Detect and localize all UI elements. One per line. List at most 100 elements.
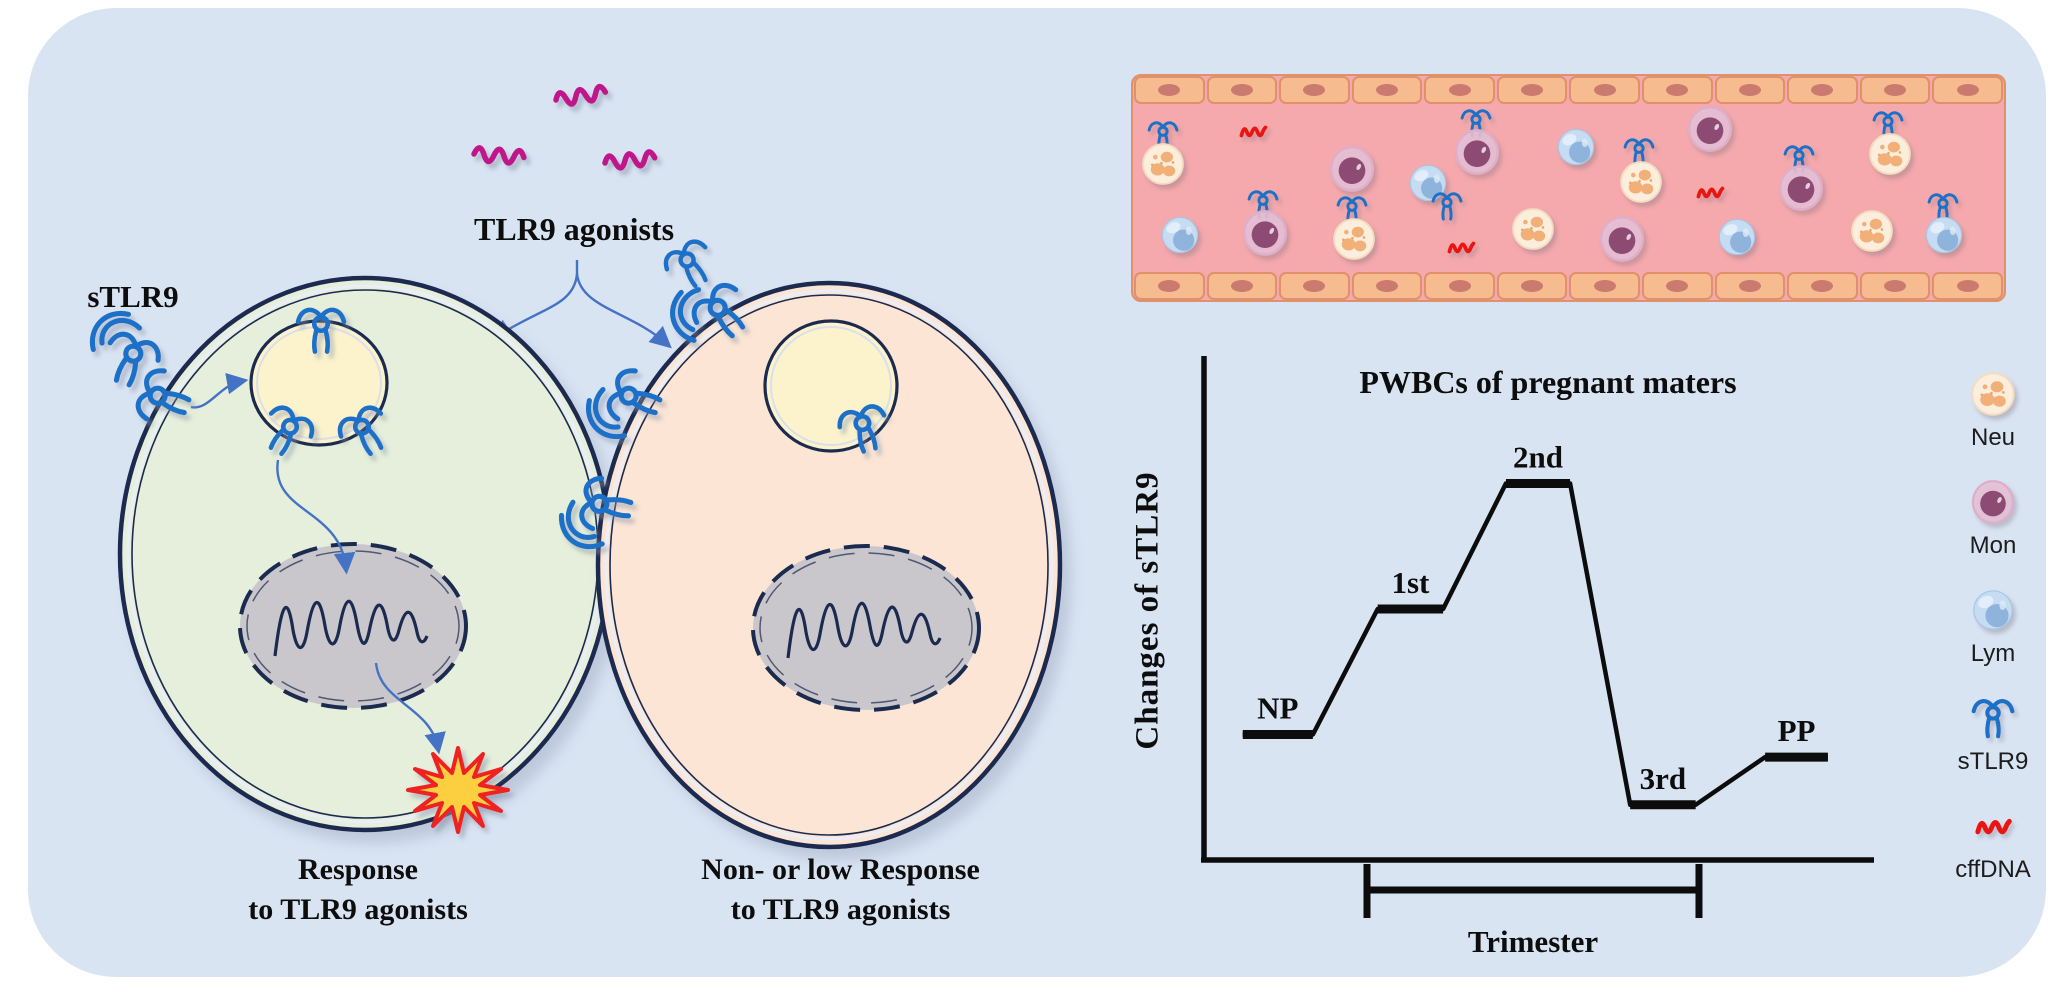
caption-line: Response [297,853,418,886]
endothelial-nucleus [1884,84,1907,96]
legend-label: Lym [1970,640,2016,667]
signal-arrows [190,372,446,755]
endothelial-nucleus [1376,280,1399,292]
dna-icon [273,599,429,657]
neutrophil-icon [1969,368,2017,420]
nonresponsive-cell-caption: Non- or low Response to TLR9 agonists [618,850,1063,930]
nucleus [751,544,981,712]
lymphocyte-icon [1969,584,2017,636]
neutrophil-icon [1618,159,1664,205]
responsive-cell-caption: Response to TLR9 agonists [178,850,538,930]
responsive-cell [81,275,613,834]
endothelial-nucleus [1158,84,1181,96]
legend-item-mon: Mon [1918,476,2056,560]
endothelial-nucleus [1448,84,1471,96]
vessel-lumen [1133,104,2004,272]
endothelium-row-top [1133,76,2004,104]
blood-vessel [1131,74,2006,302]
endothelial-nucleus [1521,280,1544,292]
agonist-to-cells-arrows [490,260,672,349]
endothelial-cell [1932,76,2003,104]
nonresponsive-cell [557,237,1063,850]
endothelial-cell [1642,272,1713,300]
legend-label: cffDNA [1955,856,2031,883]
stage-label: NP [1257,691,1298,726]
monocyte-icon [1452,127,1502,177]
endothelial-nucleus [1593,84,1616,96]
stlr9-receptor-icon [1968,692,2018,744]
lymphocyte-icon [1554,125,1598,169]
endothelial-cell [1206,272,1278,300]
cffdna-icon [1445,236,1477,258]
endosome [763,319,899,453]
endothelial-cell [1787,76,1858,104]
endothelial-cell [1569,272,1641,300]
neutrophil-icon [1140,141,1186,187]
chart-title: PWBCs of pregnant maters [1359,364,1737,400]
endothelial-cell [1496,76,1568,104]
caption-line: Non- or low Response [701,853,980,886]
tlr9-agonist-molecules-icon [474,86,656,170]
endothelial-nucleus [1158,280,1181,292]
endothelial-cell [1859,76,1931,104]
endothelial-nucleus [1956,280,1979,292]
endothelial-nucleus [1738,84,1761,96]
endothelial-cell [1714,76,1786,104]
endothelial-nucleus [1303,84,1326,96]
neutrophil-icon [1510,206,1556,252]
endothelial-cell [1424,76,1495,104]
stage-label: PP [1778,713,1816,748]
endothelium-row-bottom [1133,272,2004,300]
endothelial-nucleus [1230,84,1253,96]
endothelial-nucleus [1811,280,1834,292]
legend-label: sTLR9 [1957,748,2029,775]
endothelial-cell [1642,76,1713,104]
endothelial-cell [1134,76,1205,104]
endothelial-nucleus [1956,84,1979,96]
monocyte-icon [1240,208,1290,258]
legend-item-cffdna: cffDNA [1918,800,2056,884]
endothelial-cell [1279,76,1350,104]
stage-label: 3rd [1640,761,1687,796]
lymphocyte-icon [1922,213,1966,257]
stage-label: 2nd [1513,440,1563,475]
legend-item-lym: Lym [1918,584,2056,668]
cffdna-icon [1694,181,1726,203]
endothelial-nucleus [1448,280,1471,292]
endothelial-cell [1351,76,1423,104]
tlr9-agonists-label: TLR9 agonists [473,211,675,247]
endothelial-nucleus [1666,280,1689,292]
x-axis-label: Trimester [1468,924,1598,959]
neutrophil-icon [1867,131,1913,177]
cell-diagram-art [28,8,1063,850]
endothelial-cell [1134,272,1205,300]
endothelial-nucleus [1811,84,1834,96]
lymphocyte-icon [1158,213,1202,257]
endothelial-cell [1859,272,1931,300]
caption-line: to TLR9 agonists [248,893,468,926]
endothelial-cell [1351,272,1423,300]
endothelial-nucleus [1230,280,1253,292]
neutrophil-icon [1849,208,1895,254]
legend-item-stlr9: sTLR9 [1918,692,2056,776]
monocyte-icon [1685,104,1735,154]
endothelial-nucleus [1884,280,1907,292]
stlr9-label: sTLR9 [87,279,179,314]
cffdna-icon [1237,120,1269,142]
endothelial-nucleus [1376,84,1399,96]
endothelial-cell [1787,272,1858,300]
neutrophil-icon [1331,216,1377,262]
endothelial-nucleus [1666,84,1689,96]
endothelial-cell [1424,272,1495,300]
cffdna-icon [1972,800,2014,852]
endothelial-cell [1932,272,2003,300]
endothelial-nucleus [1521,84,1544,96]
endothelial-nucleus [1303,280,1326,292]
endothelial-cell [1569,76,1641,104]
monocyte-icon [1776,163,1826,213]
caption-line: to TLR9 agonists [730,893,951,926]
endothelial-nucleus [1593,280,1616,292]
stlr9-receptor-icon [1429,188,1465,224]
figure-panel: TLR9 agonists sTLR9 Response to TLR9 ago… [28,8,2046,977]
